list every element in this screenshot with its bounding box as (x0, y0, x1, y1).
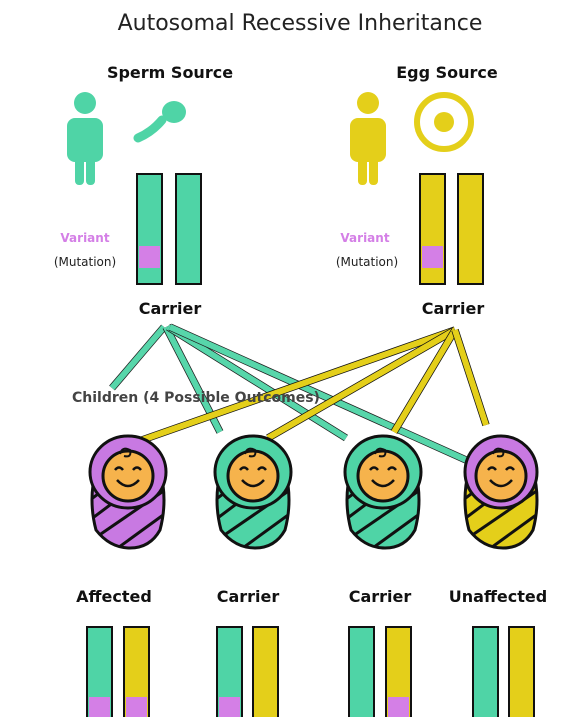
baby-carrier-2 (345, 436, 430, 555)
children-heading: Children (4 Possible Outcomes) (72, 390, 320, 406)
baby-unaffected (463, 436, 548, 555)
sperm-icon (138, 101, 186, 138)
sperm-chromosome-normal (176, 174, 201, 284)
variant-marker (388, 697, 409, 717)
egg-variant-label: Variant (340, 231, 389, 245)
sperm-source-status: Carrier (139, 299, 202, 318)
child-chromosomes-carrier-1 (217, 627, 278, 717)
egg-source-person-icon (350, 92, 386, 185)
baby-affected (90, 436, 175, 555)
sperm-variant-label: Variant (60, 231, 109, 245)
egg-source-label: Egg Source (396, 63, 498, 82)
child-label-carrier-2: Carrier (349, 587, 412, 606)
egg-icon (417, 95, 471, 149)
child-label-affected: Affected (76, 587, 152, 606)
child-label-carrier-1: Carrier (217, 587, 280, 606)
egg-variant-marker (422, 246, 443, 268)
sperm-source: Sperm Source Variant (Mutation) Carrier (54, 63, 233, 318)
child-chromosomes-affected (87, 627, 149, 717)
sperm-variant-marker (139, 246, 160, 268)
sperm-chromosome-pair (137, 174, 201, 284)
egg-mutation-label: (Mutation) (336, 255, 398, 269)
variant-marker (219, 697, 240, 717)
sperm-source-label: Sperm Source (107, 63, 233, 82)
egg-chromosome-pair (420, 174, 483, 284)
child-label-unaffected: Unaffected (449, 587, 547, 606)
baby-carrier-1 (215, 436, 300, 555)
diagram-title: Autosomal Recessive Inheritance (118, 11, 483, 36)
variant-marker (126, 697, 147, 717)
egg-chromosome-normal (458, 174, 483, 284)
child-chromosomes-unaffected (473, 627, 534, 717)
variant-marker (89, 697, 110, 717)
egg-source: Egg Source Variant (Mutation) Carrier (336, 63, 498, 318)
sperm-mutation-label: (Mutation) (54, 255, 116, 269)
child-chromosomes-carrier-2 (349, 627, 411, 717)
sperm-source-person-icon (67, 92, 103, 185)
egg-source-status: Carrier (422, 299, 485, 318)
